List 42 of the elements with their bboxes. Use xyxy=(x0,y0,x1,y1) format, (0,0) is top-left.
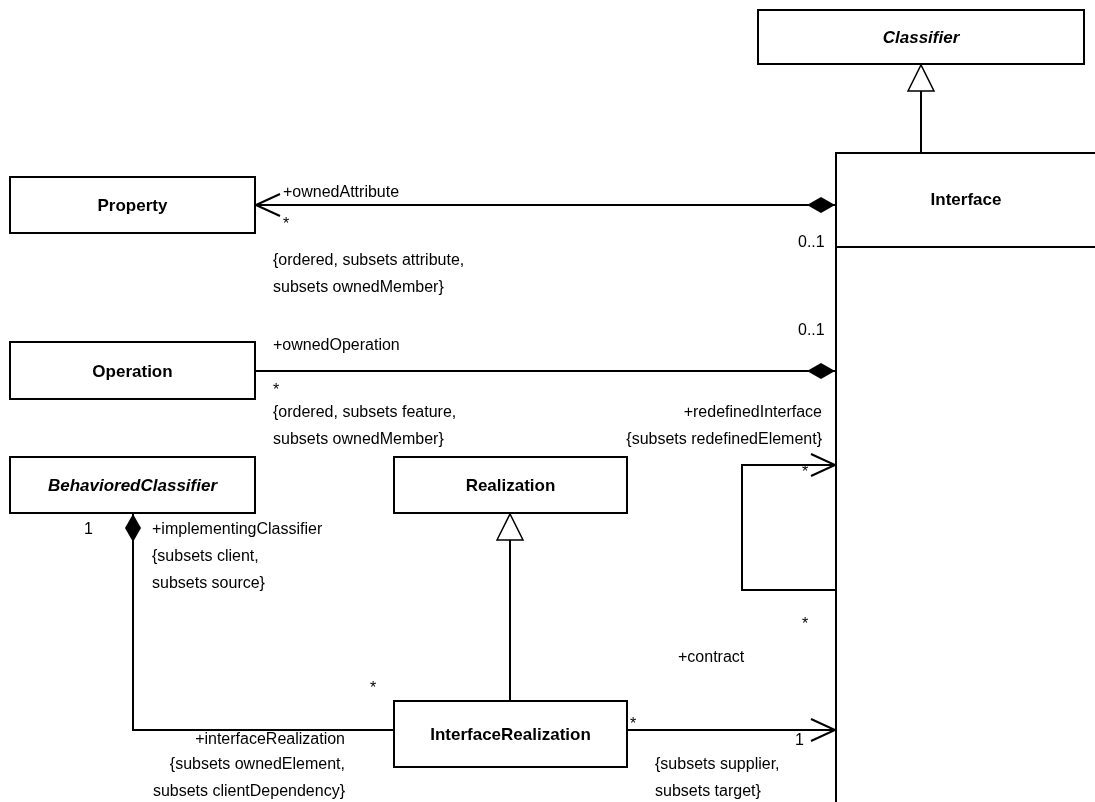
class-box xyxy=(393,700,628,768)
class-box xyxy=(9,176,256,234)
multiplicity: * xyxy=(283,214,290,234)
multiplicity: * xyxy=(370,678,377,698)
multiplicity: * xyxy=(630,714,637,734)
role-name: +implementingClassifier xyxy=(152,519,323,539)
class-box xyxy=(9,341,256,400)
role-name: +interfaceRealization xyxy=(194,729,345,749)
generalization-arrow xyxy=(907,64,935,153)
multiplicity: 1 xyxy=(795,730,804,750)
multiplicity: * xyxy=(802,614,809,634)
class-name: Operation xyxy=(91,361,174,382)
constraint-text: {subsets supplier, subsets target} xyxy=(655,754,781,801)
multiplicity: 1 xyxy=(84,519,93,539)
class-name: Property xyxy=(96,196,169,216)
constraint-text: {ordered, subsets attribute, subsets ownedMember} xyxy=(273,250,466,297)
constraint-text: {subsets client, subsets source} xyxy=(152,546,266,593)
class-box xyxy=(9,456,256,514)
association-arrow xyxy=(255,193,836,217)
multiplicity: 0..1 xyxy=(798,320,825,340)
class-name: BehavioredClassifier xyxy=(46,476,219,496)
class-box xyxy=(757,9,1085,65)
role-name: +redefinedInterface xyxy=(682,402,822,422)
constraint-text: {subsets redefinedElement} xyxy=(625,429,822,449)
class-name: Classifier xyxy=(881,28,961,48)
generalization-arrow xyxy=(496,513,524,701)
class-name: Realization xyxy=(464,476,557,496)
class-box xyxy=(835,152,1095,802)
class-box xyxy=(393,456,628,514)
role-name: +ownedOperation xyxy=(273,335,400,355)
class-name: InterfaceRealization xyxy=(429,725,592,745)
constraint-text: {subsets ownedElement, subsets clientDependency} xyxy=(151,754,345,801)
association-arrow xyxy=(627,718,836,742)
constraint-text: {ordered, subsets feature, subsets ownedMember} xyxy=(273,402,458,449)
association-arrow xyxy=(741,453,836,591)
composition-line xyxy=(255,363,836,379)
multiplicity: * xyxy=(273,380,280,400)
role-name: +ownedAttribute xyxy=(283,182,400,202)
class-name: Interface xyxy=(929,190,1003,210)
role-name: +contract xyxy=(678,647,745,667)
multiplicity: 0..1 xyxy=(798,232,825,252)
composition-line xyxy=(125,513,394,731)
